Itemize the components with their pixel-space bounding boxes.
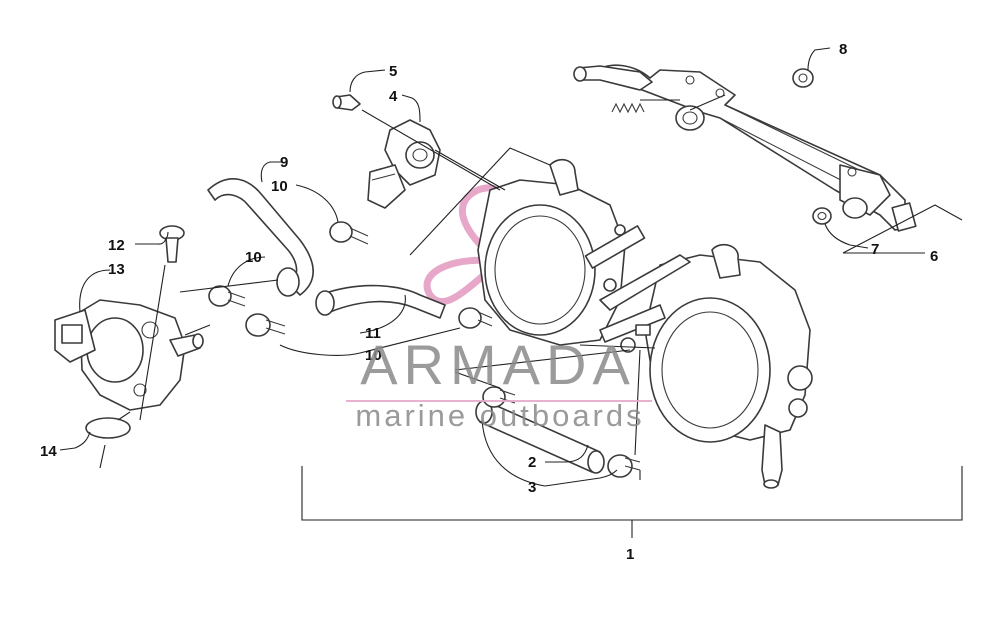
callout-4: 4 <box>389 88 398 105</box>
idle-air-control-valve <box>54 299 204 411</box>
callout-10-upper: 10 <box>271 178 288 195</box>
callout-9: 9 <box>280 154 288 171</box>
clamp-10-upper <box>329 221 369 245</box>
callout-labels: 1 2 3 4 5 6 7 8 9 10 10 10 11 12 13 14 <box>40 41 938 563</box>
callout-13: 13 <box>108 261 125 278</box>
callout-12: 12 <box>108 237 125 254</box>
callout-5: 5 <box>389 63 397 80</box>
callout-2: 2 <box>528 454 536 471</box>
watermark-rule <box>346 400 652 402</box>
clamp-3-upper <box>482 386 516 408</box>
alignment-lines <box>99 94 726 480</box>
clamp-10-lower <box>245 313 286 337</box>
screw-5 <box>332 94 361 111</box>
callout-1: 1 <box>626 546 634 563</box>
leader-lines <box>59 47 963 487</box>
fuel-rail <box>573 64 917 232</box>
hose-2 <box>475 400 605 474</box>
clamp-3-lower <box>607 454 641 478</box>
callout-3: 3 <box>528 479 536 496</box>
callout-10-left: 10 <box>245 249 262 266</box>
washer-8 <box>792 68 814 88</box>
callout-7: 7 <box>871 241 879 258</box>
watermark-tagline: marine outboards <box>355 398 645 433</box>
callout-11: 11 <box>365 325 381 342</box>
linkage <box>599 254 691 353</box>
washer-7 <box>812 207 832 225</box>
hose-11 <box>315 284 446 319</box>
clamp-10-left <box>208 285 246 307</box>
assembly-bracket <box>301 466 963 538</box>
callout-6: 6 <box>930 248 938 265</box>
callout-14: 14 <box>40 443 57 460</box>
throttle-body-right <box>644 243 813 489</box>
throttle-position-sensor <box>367 119 441 209</box>
hose-9 <box>207 178 314 297</box>
o-ring-14 <box>85 417 131 439</box>
callout-8: 8 <box>839 41 847 58</box>
throttle-body-left <box>477 158 646 346</box>
watermark-brand: ARMADA <box>360 333 636 396</box>
callout-10-middle: 10 <box>365 347 382 364</box>
clamp-10-middle <box>458 307 493 329</box>
screw-12 <box>159 225 185 263</box>
spring <box>611 102 645 114</box>
